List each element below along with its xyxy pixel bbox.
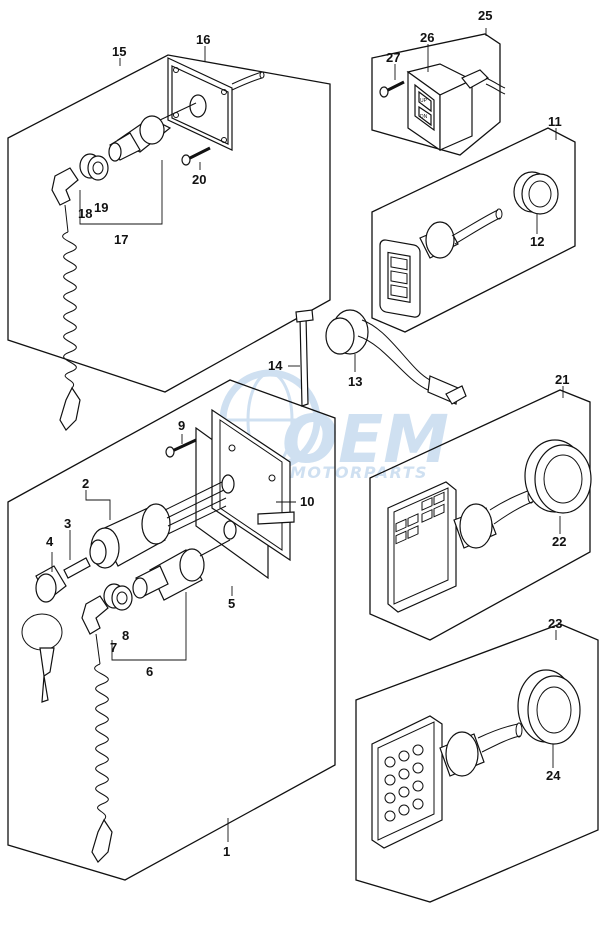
- callout-18: 18: [78, 206, 92, 221]
- callout-16: 16: [196, 32, 210, 47]
- callout-9: 9: [178, 418, 185, 433]
- callout-1: 1: [223, 844, 230, 859]
- callout-3: 3: [64, 516, 71, 531]
- callout-14: 14: [268, 358, 283, 373]
- bezel-22: [524, 439, 592, 514]
- ignition-switch-2: [89, 481, 227, 569]
- callout-11: 11: [548, 114, 562, 129]
- callout-19: 19: [94, 200, 108, 215]
- bezel-24: [517, 669, 581, 745]
- callout-5: 5: [228, 596, 235, 611]
- mounting-plate-16: [167, 57, 265, 151]
- group-1-kit: [7, 379, 336, 881]
- group-23-kit: [355, 623, 599, 903]
- group-15-kit: [7, 54, 331, 431]
- lanyard-cord-18: [51, 167, 81, 431]
- callout-13: 13: [348, 374, 362, 389]
- callout-15: 15: [112, 44, 126, 59]
- callout-24: 24: [546, 768, 561, 783]
- nut-12: [513, 171, 559, 215]
- switch-panel-21: [387, 481, 535, 613]
- nut-8: [103, 583, 133, 611]
- callout-8: 8: [122, 628, 129, 643]
- callout-labels: 15 16 17 18 19 20 25 26 27 11 12 13 14 2…: [46, 8, 569, 859]
- screw-9: [165, 438, 197, 458]
- switch-panel-10: [195, 408, 295, 580]
- callout-17: 17: [114, 232, 128, 247]
- ignition-key-4: [21, 557, 91, 703]
- lanyard-cord-7: [81, 595, 113, 863]
- group-21-kit: [369, 389, 592, 641]
- callout-2: 2: [82, 476, 89, 491]
- leader-lines: [119, 28, 564, 768]
- callout-25: 25: [478, 8, 492, 23]
- callout-4: 4: [46, 534, 54, 549]
- callout-23: 23: [548, 616, 562, 631]
- callout-12: 12: [530, 234, 544, 249]
- stop-switch-6: [132, 539, 231, 601]
- switch-up-label: UP: [420, 98, 428, 104]
- group-25-kit: UP DN: [371, 33, 506, 156]
- switch-panel-11: [379, 208, 503, 318]
- watermark-brand: OEM: [282, 401, 449, 478]
- group-11-kit: [371, 127, 576, 333]
- callout-7: 7: [110, 640, 117, 655]
- buzzer-13: [325, 309, 467, 405]
- callout-22: 22: [552, 534, 566, 549]
- callout-26: 26: [420, 30, 434, 45]
- callout-21: 21: [555, 372, 569, 387]
- screw-20: [181, 146, 211, 166]
- switch-panel-23: [371, 715, 523, 849]
- nut-19: [79, 153, 109, 181]
- stop-switch-17: [108, 102, 197, 162]
- callout-6: 6: [146, 664, 153, 679]
- callout-10: 10: [300, 494, 314, 509]
- switch-dn-label: DN: [420, 114, 428, 120]
- callout-27: 27: [386, 50, 400, 65]
- cable-tie-14: [295, 309, 314, 407]
- trim-switch-26: UP DN: [406, 63, 506, 152]
- watermark-subtitle: MOTORPARTS: [290, 463, 428, 482]
- callout-20: 20: [192, 172, 206, 187]
- screw-27: [379, 80, 405, 98]
